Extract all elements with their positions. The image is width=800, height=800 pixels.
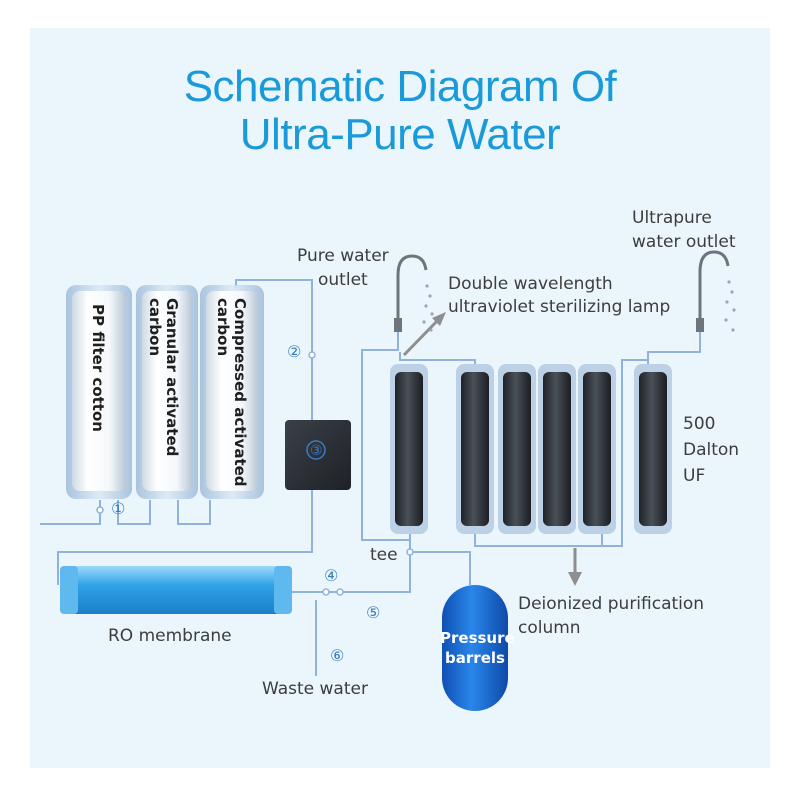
uv-lamp-label-line-2: ultraviolet sterilizing lamp [448, 297, 671, 317]
ultrapure-outlet-label-line-1: Ultrapure [632, 208, 712, 228]
deionized-label-line-2: column [518, 618, 581, 638]
uf-label-line-2: Dalton [683, 440, 740, 460]
granular-carbon-label-line-2: carbon [146, 298, 164, 357]
deionized-column-3-core [543, 372, 571, 526]
columns [390, 364, 672, 534]
ro-membrane-label: RO membrane [108, 626, 232, 646]
uf-label-line-1: 500 [683, 414, 716, 434]
title-line-1: Schematic Diagram Of [183, 62, 617, 111]
ultrapure-outlet-label-line-2: water outlet [632, 232, 736, 252]
compressed-carbon-cartridge [206, 291, 258, 491]
ro-membrane-cap-left [60, 566, 78, 614]
tee-label: tee [370, 545, 398, 565]
water-drops [422, 280, 736, 332]
deionized-pointer-arrowhead [568, 572, 582, 586]
compressed-carbon-label-line-1: Compressed activated [231, 298, 249, 487]
granular-carbon-label-line-1: Granular activated [163, 298, 181, 457]
pure-water-outlet-label-line-2: outlet [318, 270, 368, 290]
ultrapure-faucet-base [696, 318, 704, 332]
uf-label-line-3: UF [683, 466, 706, 486]
compressed-carbon-label-line-2: carbon [214, 298, 232, 357]
deionized-column-4-core [583, 372, 611, 526]
ro-membrane-body [60, 566, 292, 614]
pipe-network [40, 279, 701, 676]
pressure-barrel-label-line-1: Pressure [440, 629, 515, 647]
pp-filter-label: PP filter cotton [89, 304, 107, 432]
deionized-column-1-core [461, 372, 489, 526]
step-3-marker: ③ [310, 443, 323, 459]
granular-carbon-cartridge [142, 291, 192, 491]
step-4-marker: ④ [324, 566, 339, 585]
deionized-label-line-1: Deionized purification [518, 594, 705, 614]
step-6-marker: ⑥ [330, 646, 345, 665]
waste-water-label: Waste water [262, 679, 368, 699]
filter-housings [66, 285, 264, 499]
pure-water-faucet [396, 254, 428, 325]
pressure-barrel-label-line-2: barrels [445, 649, 505, 667]
uv-lamp-core [395, 372, 423, 526]
step-3-circle [306, 440, 326, 460]
step-2-marker: ② [287, 342, 302, 361]
deionized-column-2-core [503, 372, 531, 526]
booster-pump [285, 420, 351, 490]
pipe-joints [96, 351, 414, 596]
pure-water-outlet-label-line-1: Pure water [297, 246, 389, 266]
uv-pointer-line [402, 316, 442, 357]
pure-water-faucet-base [394, 318, 402, 332]
step-5-marker: ⑤ [366, 603, 381, 622]
pp-filter-cartridge [72, 291, 126, 491]
step-1-marker: ① [111, 499, 126, 518]
ultrapure-faucet [698, 250, 730, 325]
pressure-barrel-body [442, 585, 508, 711]
uf-column-core [639, 372, 667, 526]
uv-lamp-label-line-1: Double wavelength [448, 274, 613, 294]
ro-membrane-cap-right [274, 566, 292, 614]
title-line-2: Ultra-Pure Water [239, 110, 561, 159]
uv-pointer-arrowhead [432, 312, 446, 326]
